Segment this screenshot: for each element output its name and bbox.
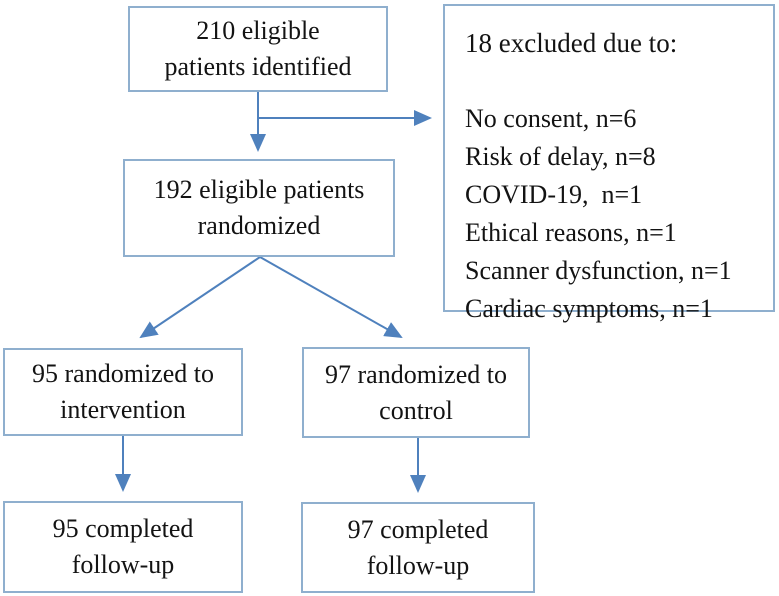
excluded-reason-item: Risk of delay, n=8 bbox=[465, 142, 656, 171]
box-control-label: 97 randomized to control bbox=[325, 359, 507, 425]
box-randomized-label: 192 eligible patients randomized bbox=[153, 175, 365, 240]
box-control: 97 randomized to control bbox=[302, 347, 530, 438]
box-control-followup: 97 completed follow-up bbox=[301, 502, 535, 593]
connector-randomized-to-intervention bbox=[139, 256, 261, 339]
box-control-followup-label: 97 completed follow-up bbox=[347, 514, 489, 580]
box-eligible-identified: 210 eligible patients identified bbox=[128, 6, 388, 92]
excluded-reason-item: Scanner dysfunction, n=1 bbox=[465, 256, 732, 285]
excluded-reason-item: No consent, n=6 bbox=[465, 104, 637, 133]
excluded-reason-item: COVID-19, n=1 bbox=[465, 180, 643, 209]
box-eligible-identified-label: 210 eligible patients identified bbox=[164, 16, 352, 81]
excluded-reasons-list: No consent, n=6 Risk of delay, n=8 COVID… bbox=[465, 100, 763, 328]
box-excluded-heading: 18 excluded due to: bbox=[465, 28, 678, 58]
box-intervention-label: 95 randomized to intervention bbox=[32, 359, 214, 424]
excluded-reason-item: Cardiac symptoms, n=1 bbox=[465, 294, 713, 323]
box-intervention: 95 randomized to intervention bbox=[3, 348, 243, 436]
box-intervention-followup: 95 completed follow-up bbox=[3, 501, 243, 593]
excluded-reason-item: Ethical reasons, n=1 bbox=[465, 218, 677, 247]
connector-randomized-to-control bbox=[259, 256, 403, 338]
box-intervention-followup-label: 95 completed follow-up bbox=[52, 514, 194, 579]
box-randomized: 192 eligible patients randomized bbox=[123, 159, 395, 257]
box-excluded: 18 excluded due to: No consent, n=6 Risk… bbox=[443, 4, 775, 323]
